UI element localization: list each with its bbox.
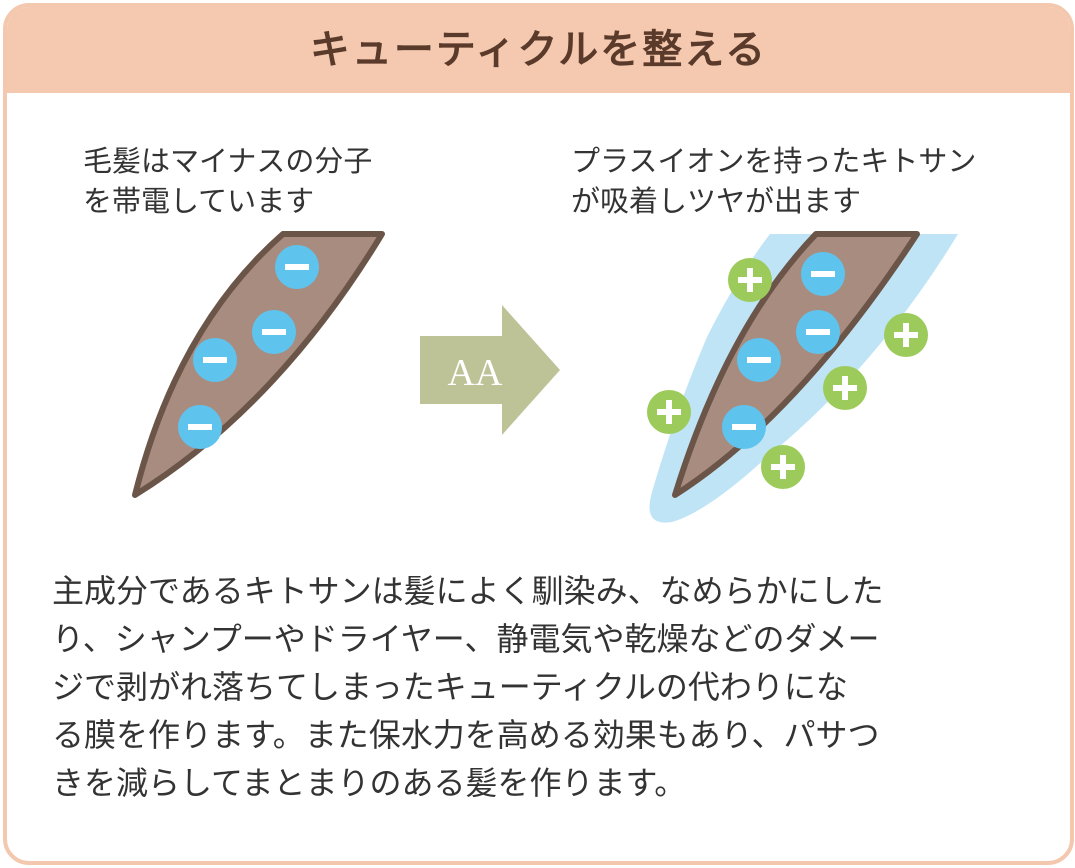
- hair-strand-before: [132, 231, 385, 498]
- minus-ion-icon: [252, 310, 296, 354]
- arrow-icon: AA: [420, 305, 560, 435]
- left-caption-line: 毛髪はマイナスの分子: [83, 144, 373, 178]
- left-caption: 毛髪はマイナスの分子 を帯電しています: [83, 141, 372, 221]
- minus-ion-icon: [722, 405, 766, 449]
- plus-ion-icon: [823, 366, 867, 410]
- description-line: きを減らしてまとまりのある髪を作ります。: [52, 764, 687, 802]
- page-title: キューティクルを整える: [309, 27, 768, 73]
- description-line: ジで剥がれ落ちてしまったキューティクルの代わりにな: [52, 668, 848, 706]
- minus-ion-icon: [801, 252, 845, 296]
- cuticle-diagram: AA: [132, 231, 958, 523]
- minus-ion-icon: [737, 338, 781, 382]
- plus-ion-icon: [728, 258, 772, 302]
- plus-ion-icon: [761, 445, 805, 489]
- info-card: キューティクルを整える 毛髪はマイナスの分子 を帯電しています プラスイオンを持…: [3, 3, 1074, 865]
- plus-ion-icon: [647, 390, 691, 434]
- minus-ion-icon: [275, 245, 319, 289]
- arrow-label: AA: [448, 352, 503, 394]
- plus-ion-icon: [884, 313, 928, 357]
- minus-ion-icon: [178, 405, 222, 449]
- description-line: 主成分であるキトサンは髪によく馴染み、なめらかにした: [52, 572, 884, 610]
- description-line: る膜を作ります。また保水力を高める効果もあり、パサつ: [52, 716, 880, 754]
- hair-strand-after: [647, 231, 958, 523]
- right-caption: プラスイオンを持ったキトサン が吸着しツヤが出ます: [571, 141, 976, 221]
- header-bar: キューティクルを整える: [7, 7, 1070, 93]
- minus-ion-icon: [193, 338, 237, 382]
- minus-ion-icon: [796, 310, 840, 354]
- right-caption-line: が吸着しツヤが出ます: [571, 184, 862, 218]
- description: 主成分であるキトサンは髪によく馴染み、なめらかにした り、シャンプーやドライヤー…: [52, 567, 1037, 807]
- left-caption-line: を帯電しています: [83, 184, 315, 218]
- right-caption-line: プラスイオンを持ったキトサン: [571, 144, 977, 178]
- description-line: り、シャンプーやドライヤー、静電気や乾燥などのダメー: [52, 620, 880, 658]
